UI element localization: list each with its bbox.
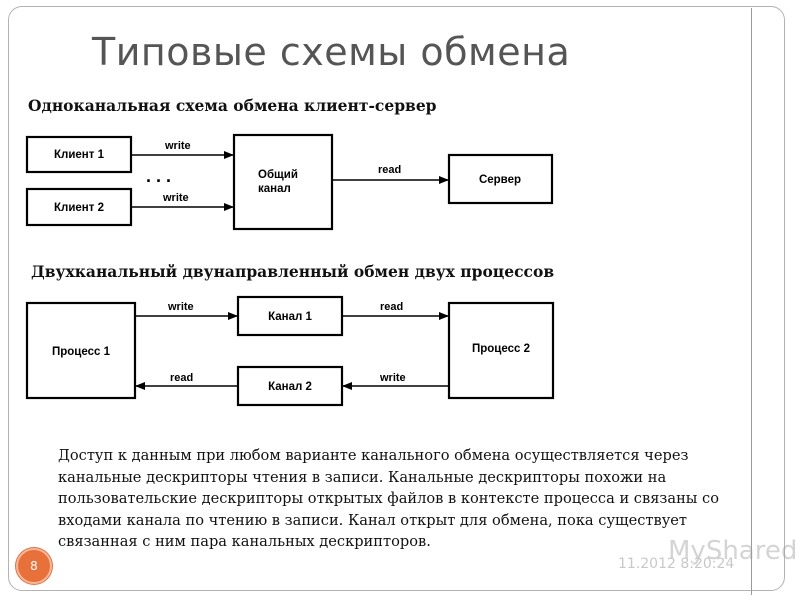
- page-number-badge: 8: [16, 548, 52, 584]
- write-label-top: write: [164, 140, 191, 152]
- diagram1: Клиент 1 Клиент 2 Общий канал Сервер wri…: [25, 133, 554, 231]
- diagram2: Процесс 1 Канал 1 Канал 2 Процесс 2 writ…: [25, 295, 555, 407]
- read-label-left: read: [170, 372, 193, 384]
- slide-title: Типовые схемы обмена: [92, 30, 571, 74]
- read-label-right: read: [380, 301, 403, 313]
- process1-label: Процесс 1: [52, 346, 111, 358]
- channel2-label: Канал 2: [268, 381, 312, 393]
- write-label-left: write: [167, 301, 194, 313]
- diagram1-heading: Одноканальная схема обмена клиент-сервер: [28, 96, 437, 115]
- shared-channel-box: [232, 133, 334, 231]
- read-label: read: [378, 164, 401, 176]
- body-paragraph: Доступ к данным при любом варианте канал…: [58, 447, 720, 550]
- server-box: [447, 153, 554, 205]
- write-label-right: write: [379, 372, 406, 384]
- shared-channel-label-line2: канал: [258, 183, 291, 195]
- client1-label: Клиент 1: [54, 149, 105, 161]
- channel1-box: [236, 295, 344, 337]
- server-label: Сервер: [479, 174, 521, 186]
- client2-label: Клиент 2: [54, 202, 104, 214]
- diagram2-heading: Двухканальный двунаправленный обмен двух…: [31, 262, 555, 281]
- slide-side-rule: [751, 8, 752, 595]
- shared-channel-label-line1: Общий: [258, 169, 298, 181]
- channel1-label: Канал 1: [268, 311, 312, 323]
- client2-box: [25, 187, 133, 227]
- process2-label: Процесс 2: [472, 343, 530, 355]
- slide-timestamp: 11.2012 8:20:24: [618, 556, 735, 572]
- process1-box: [25, 301, 137, 400]
- slide-frame: [8, 6, 785, 591]
- process2-box: [447, 301, 555, 400]
- clients-ellipsis: . . .: [146, 166, 171, 186]
- write-label-bottom: write: [162, 192, 189, 204]
- watermark: MyShared: [668, 536, 798, 566]
